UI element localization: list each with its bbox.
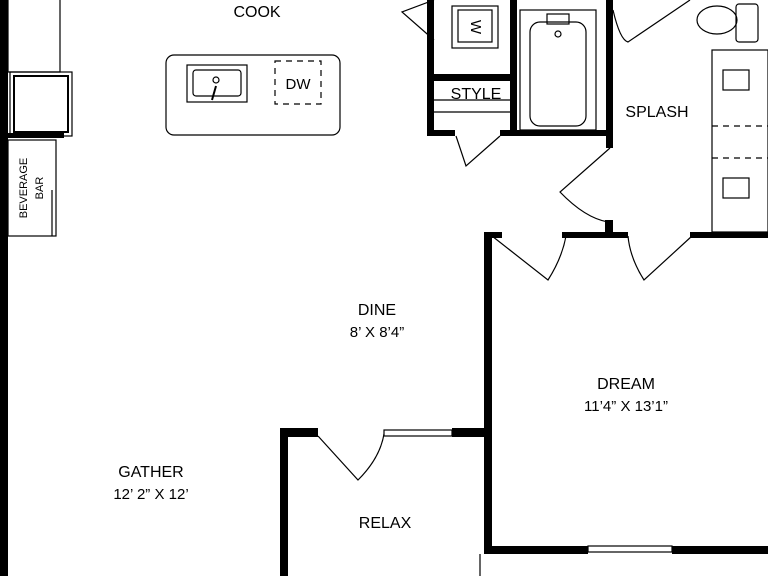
kitchen-counter (7, 0, 61, 73)
dream-window (587, 545, 673, 553)
style-door-swing (455, 135, 501, 168)
bath-door-swing (612, 0, 691, 43)
vanity-sink-bottom (722, 177, 750, 199)
dream-doors (491, 235, 693, 281)
dream-bottom-wall-b (672, 546, 768, 554)
room-dim-dine: 8’ X 8’4” (350, 324, 404, 341)
dream-top-wall-a (484, 232, 502, 238)
sink-faucet-icon (211, 85, 217, 101)
beverage-label-line2: BAR (34, 177, 46, 200)
bath-vanity (711, 49, 768, 233)
toilet-bowl (696, 5, 738, 35)
dream-top-wall-c (690, 232, 768, 238)
tub-faucet-icon (546, 13, 570, 25)
dream-door-swing-left (491, 235, 567, 281)
beverage-bar (7, 139, 57, 237)
laundry-bottom-wall (427, 74, 517, 81)
room-label-gather: GATHER (118, 464, 183, 481)
kitchen (7, 0, 341, 237)
room-dim-gather: 12’ 2” X 12’ (113, 486, 188, 503)
dishwasher (274, 60, 322, 105)
room-label-dream: DREAM (597, 376, 655, 393)
room-label-style: STYLE (451, 86, 502, 103)
kitchen-island (165, 54, 341, 136)
dream-door-swing-right (627, 235, 693, 281)
room-dim-dream: 11’4” X 13’1” (584, 398, 668, 415)
toilet-tank (735, 3, 759, 43)
laundry-door-swing (400, 0, 435, 41)
relax-door-swing (317, 433, 385, 481)
laundry-right-wall (510, 0, 517, 136)
range-top (13, 75, 69, 133)
dream-left-wall (484, 232, 492, 554)
washer-label: W (467, 20, 484, 35)
relax-window (383, 429, 453, 437)
island-sink-basin (192, 69, 242, 97)
relax-left-wall (280, 428, 288, 576)
island-sink (186, 64, 248, 103)
bathroom (519, 0, 768, 233)
bathtub (519, 9, 597, 131)
bath-left-wall-lower (605, 220, 613, 235)
tub-drain-icon (554, 30, 562, 38)
bath-left-wall-upper (606, 0, 613, 136)
bath-left-wall-stub (606, 130, 613, 148)
relax-top-wall-b (452, 428, 488, 437)
room-label-cook: COOK (233, 4, 280, 21)
style-bottom-wall-right (500, 130, 610, 136)
laundry (400, 0, 510, 168)
washer-inner (457, 9, 493, 43)
range (9, 71, 73, 137)
relax-top-wall-a (280, 428, 318, 437)
laundry-left-wall (427, 0, 434, 112)
bath-entry-door-swing (559, 147, 611, 223)
windows (383, 429, 673, 576)
labels: COOK DW W STYLE SPLASH BEVERAGE BAR DINE… (18, 4, 689, 532)
dream-top-wall-b (562, 232, 628, 238)
left-exterior-wall (0, 0, 8, 576)
relax-door (317, 433, 385, 481)
washer (451, 5, 499, 49)
beverage-label-line1: BEVERAGE (18, 158, 30, 219)
dishwasher-label: DW (286, 76, 312, 93)
room-label-relax: RELAX (359, 515, 412, 532)
sink-drain-icon (212, 76, 220, 84)
dream-bottom-wall-a (484, 546, 588, 554)
vanity-sink-top (722, 69, 750, 91)
style-left-wall (427, 104, 434, 136)
room-label-dine: DINE (358, 302, 396, 319)
style-bottom-wall-left (427, 130, 455, 136)
range-wall (8, 133, 64, 138)
bathtub-basin (529, 21, 587, 127)
room-label-splash: SPLASH (625, 104, 688, 121)
